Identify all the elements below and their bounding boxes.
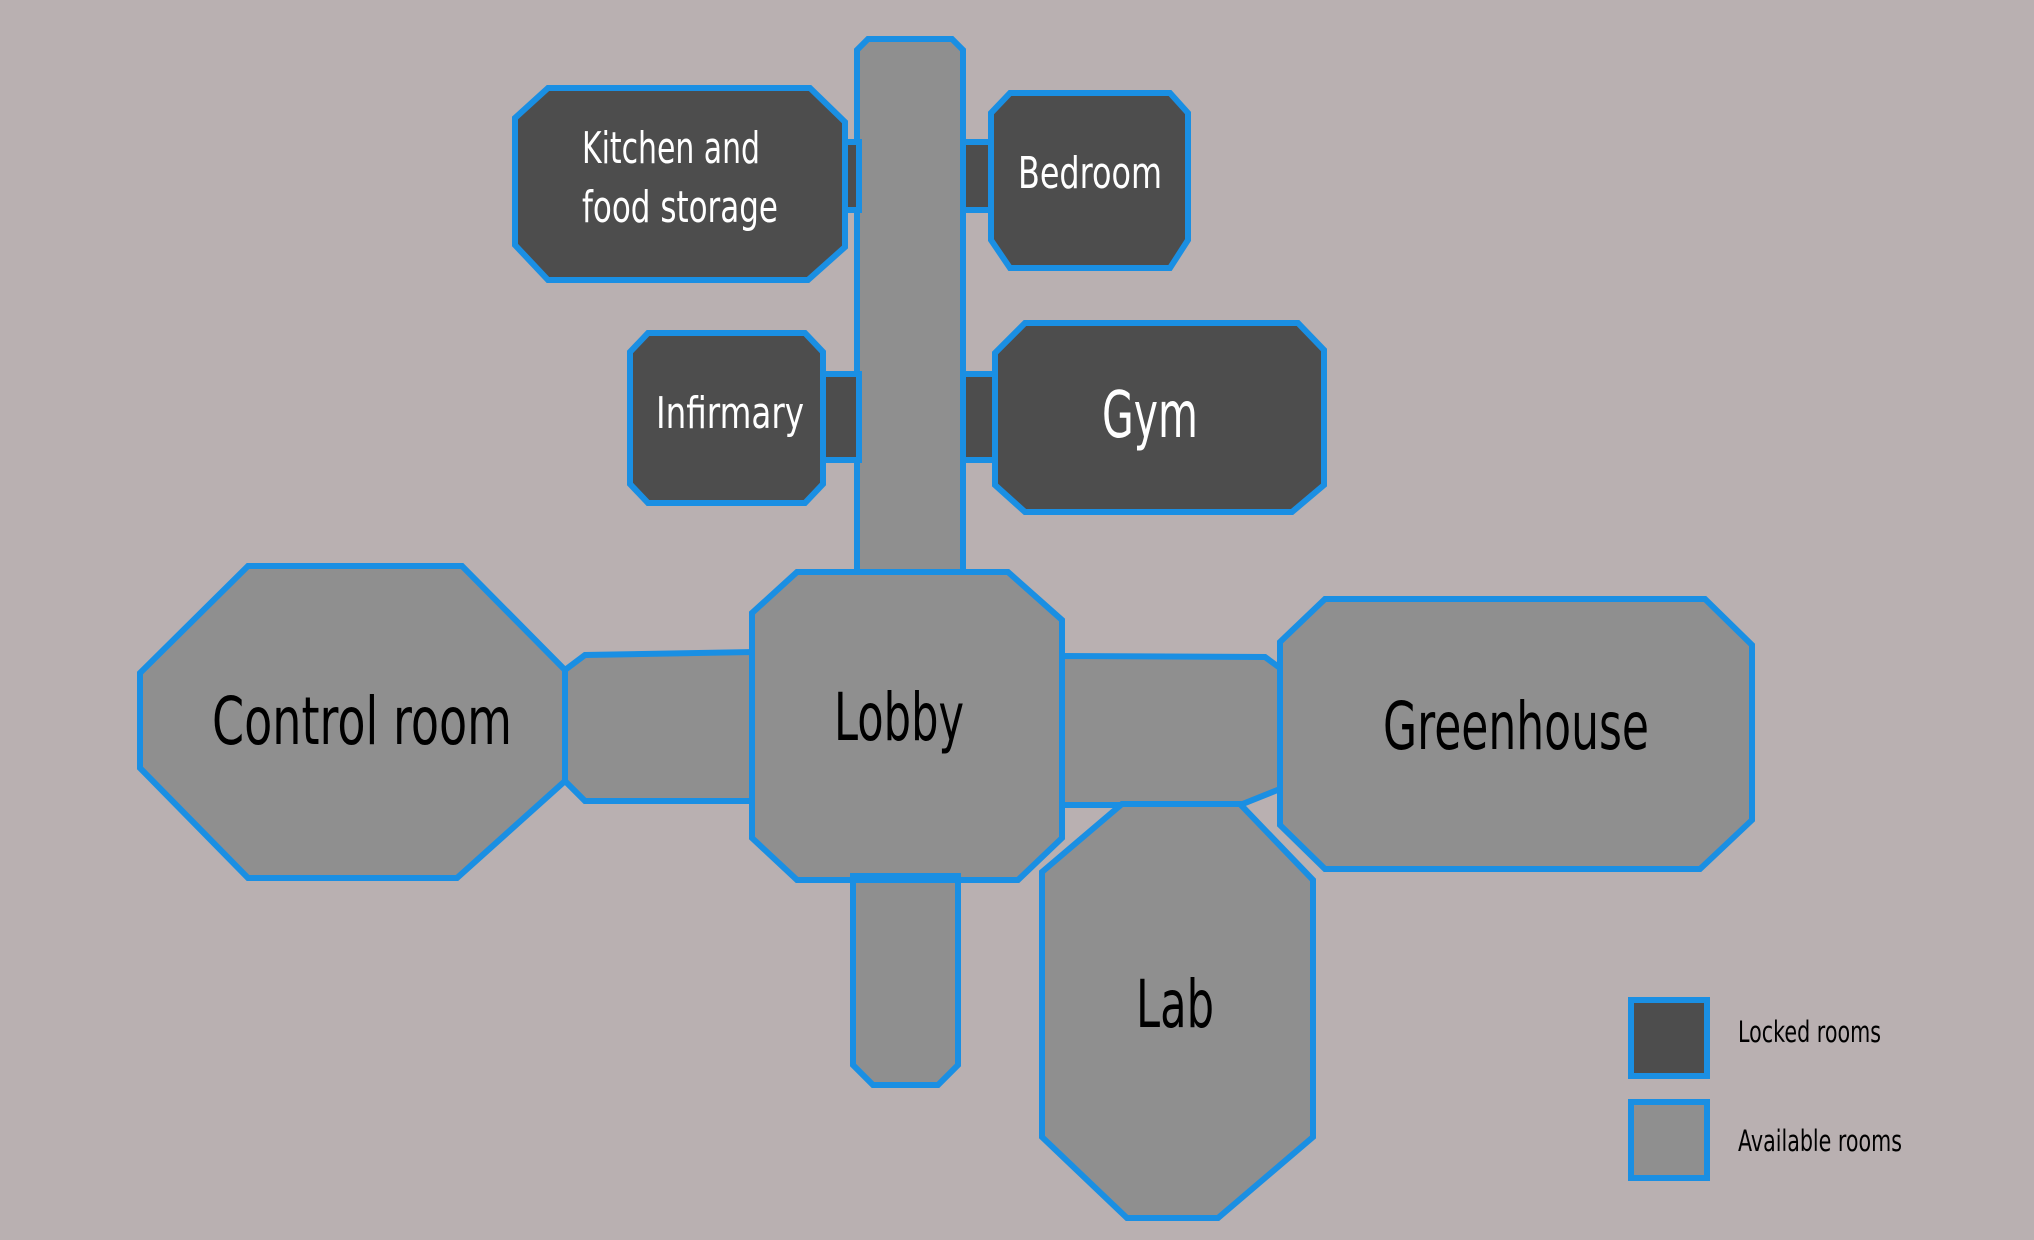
kitchen-room[interactable]: [512, 85, 848, 283]
kitchen-label-line1: Kitchen and: [582, 123, 760, 174]
bedroom-connector: [960, 139, 994, 213]
gym-room[interactable]: [992, 320, 1327, 515]
lobby-room[interactable]: [749, 569, 1065, 883]
greenhouse-label: Greenhouse: [1383, 688, 1649, 765]
legend-available-label: Available rooms: [1738, 1124, 1902, 1158]
west-corridor[interactable]: [562, 648, 755, 804]
east-corridor[interactable]: [1057, 652, 1283, 808]
infirmary-room[interactable]: [627, 330, 826, 506]
bedroom-label: Bedroom: [1018, 148, 1162, 199]
lobby-label: Lobby: [834, 679, 964, 756]
gym-connector: [960, 371, 998, 463]
legend-available-swatch: [1628, 1099, 1710, 1181]
lab-label: Lab: [1136, 966, 1214, 1043]
north-corridor[interactable]: [854, 36, 966, 575]
lab-room[interactable]: [1039, 801, 1316, 1221]
greenhouse-room[interactable]: [1277, 596, 1755, 872]
south-corridor[interactable]: [850, 877, 961, 1088]
control-room[interactable]: [137, 563, 568, 881]
legend-locked-swatch: [1628, 997, 1710, 1079]
infirmary-connector: [820, 371, 862, 463]
infirmary-label: Infirmary: [656, 388, 804, 439]
gym-label: Gym: [1102, 379, 1198, 453]
kitchen-label-line2: food storage: [582, 182, 778, 233]
legend: Locked rooms Available rooms: [1628, 997, 1902, 1181]
bedroom-room[interactable]: [988, 90, 1191, 271]
available-areas: [137, 36, 1755, 1221]
legend-locked-label: Locked rooms: [1738, 1015, 1881, 1049]
room-labels: Kitchen and food storage Bedroom Infirma…: [212, 123, 1649, 1043]
locked-areas: [512, 85, 1327, 515]
control-room-label: Control room: [212, 683, 512, 760]
